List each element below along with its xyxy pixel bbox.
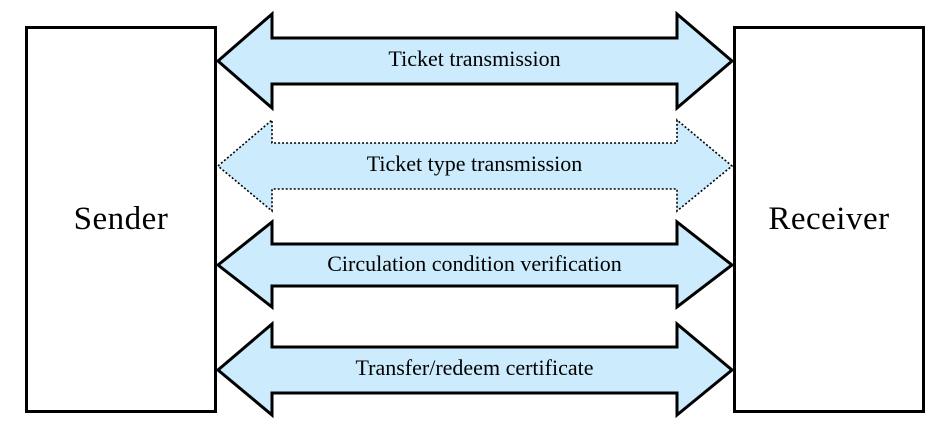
flow-label-circulation-condition-verification: Circulation condition verification: [327, 251, 622, 276]
flow-label-ticket-transmission: Ticket transmission: [388, 46, 561, 71]
receiver-box: Receiver: [733, 26, 925, 413]
flow-label-ticket-type-transmission: Ticket type transmission: [366, 151, 583, 176]
flow-label-transfer-redeem-certificate: Transfer/redeem certificate: [355, 355, 594, 380]
sender-label: Sender: [73, 201, 169, 237]
sender-box: Sender: [25, 26, 217, 413]
receiver-label: Receiver: [768, 201, 890, 237]
